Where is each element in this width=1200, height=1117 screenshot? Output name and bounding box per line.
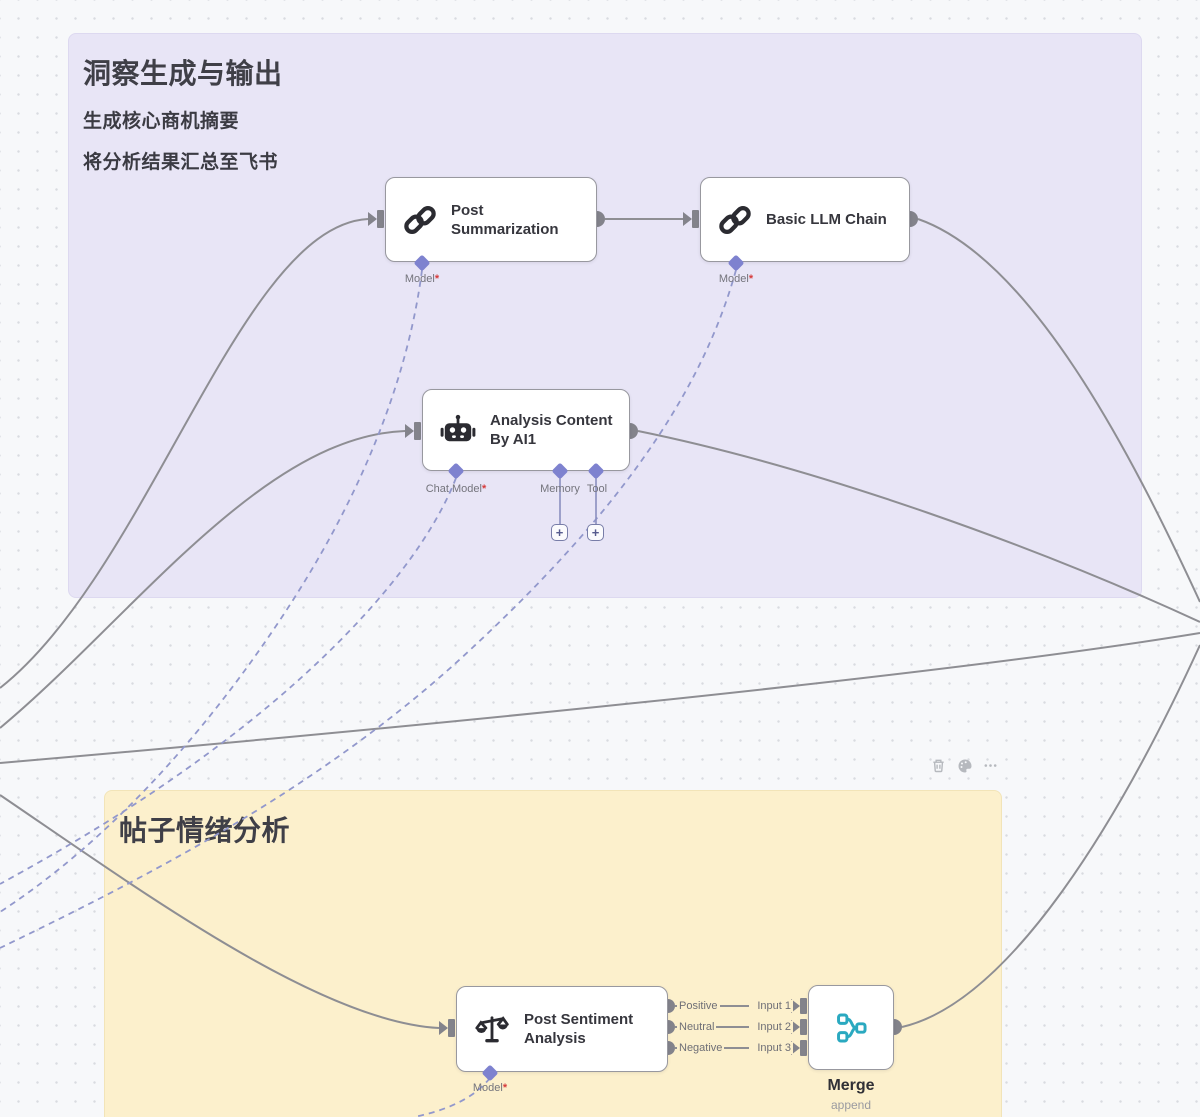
connection-into-analysis-content[interactable] [0, 430, 406, 729]
input-label-2: Input 2 [749, 1021, 793, 1033]
connection-into-post-sentiment[interactable] [0, 794, 440, 1029]
input-port-merge-1[interactable] [800, 998, 807, 1014]
model-port-label: Model* [718, 273, 754, 285]
input-label-1: Input 1 [749, 1000, 793, 1012]
arrowhead-merge-input3 [791, 1041, 800, 1055]
arrowhead-analysis-input [405, 424, 414, 438]
merge-icon [834, 1011, 868, 1045]
trash-icon[interactable] [930, 757, 947, 774]
chat-model-port-label: Chat Model* [425, 483, 487, 495]
node-merge[interactable] [808, 985, 894, 1070]
output-label-neutral: Neutral [677, 1021, 717, 1033]
model-port-label: Model* [404, 273, 440, 285]
node-post-summarization[interactable]: Post Summarization [385, 177, 597, 262]
sticky-insight-line2: 将分析结果汇总至飞书 [83, 152, 279, 173]
scales-icon [474, 1011, 510, 1047]
link-icon [718, 203, 752, 237]
dashed-model-postsum[interactable] [0, 269, 423, 913]
sticky-note-insight[interactable]: 洞察生成与输出 生成核心商机摘要 将分析结果汇总至飞书 [68, 33, 1142, 598]
add-memory-button[interactable]: + [551, 524, 568, 541]
node-title: Post Sentiment Analysis [524, 1011, 634, 1047]
output-label-negative: Negative [677, 1042, 725, 1054]
palette-icon[interactable] [956, 757, 973, 774]
more-options-icon[interactable] [982, 757, 999, 774]
output-label-positive: Positive [677, 1000, 720, 1012]
sticky-toolbar [930, 757, 999, 774]
arrowhead-sentiment-input [439, 1021, 448, 1035]
input-port-basicllm[interactable] [692, 210, 699, 228]
dashed-model-basicllm[interactable] [0, 269, 737, 949]
input-port-merge-2[interactable] [800, 1019, 807, 1035]
merge-node-mode: append [830, 1098, 872, 1112]
node-title: Analysis Content By AI1 [490, 412, 613, 448]
add-tool-button[interactable]: + [587, 524, 604, 541]
memory-port-label: Memory [540, 483, 580, 495]
connection-analysis-out[interactable] [637, 430, 1200, 623]
input-port-postsum[interactable] [377, 210, 384, 228]
connection-merge-out[interactable] [901, 644, 1200, 1028]
node-post-sentiment-analysis[interactable]: Post Sentiment Analysis [456, 986, 668, 1072]
node-analysis-content-by-ai1[interactable]: Analysis Content By AI1 [422, 389, 630, 471]
input-port-merge-3[interactable] [800, 1040, 807, 1056]
merge-node-title: Merge [827, 1077, 875, 1094]
sticky-insight-line1: 生成核心商机摘要 [83, 111, 240, 132]
arrowhead-postsum-input [368, 212, 377, 226]
node-basic-llm-chain[interactable]: Basic LLM Chain [700, 177, 910, 262]
node-title: Post Summarization [451, 201, 559, 238]
robot-icon [440, 412, 476, 448]
arrowhead-merge-input2 [791, 1020, 800, 1034]
connection-basicllm-out[interactable] [917, 218, 1200, 603]
arrowhead-merge-input1 [791, 999, 800, 1013]
model-port-label: Model* [472, 1082, 508, 1094]
input-port-sentiment[interactable] [448, 1019, 455, 1037]
connection-into-post-summarization[interactable] [0, 218, 369, 689]
arrowhead-basicllm-input [683, 212, 692, 226]
tool-port-label: Tool [586, 483, 608, 495]
node-title: Basic LLM Chain [766, 211, 887, 228]
link-icon [403, 203, 437, 237]
dashed-chat-model-analysis[interactable] [0, 477, 457, 885]
sticky-insight-title: 洞察生成与输出 [83, 58, 283, 89]
input-label-3: Input 3 [749, 1042, 793, 1054]
connection-cross-canvas[interactable] [0, 632, 1200, 764]
input-port-analysis[interactable] [414, 422, 421, 440]
